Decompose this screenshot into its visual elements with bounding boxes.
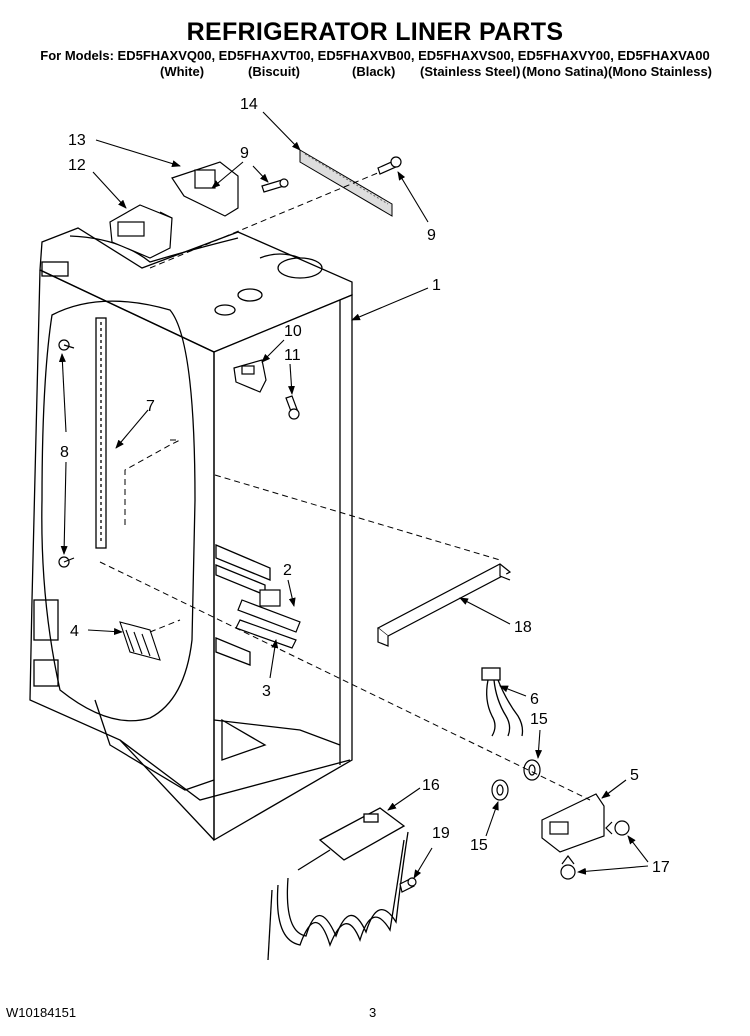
callout-6: 6 xyxy=(530,691,539,708)
part-2-shelf-support xyxy=(237,589,301,633)
part-6-wire-harness xyxy=(481,667,524,737)
part-19-screw xyxy=(399,877,417,893)
callout-9-upper: 9 xyxy=(240,145,249,162)
callout-18: 18 xyxy=(514,619,532,636)
callout-15-upper: 15 xyxy=(530,711,548,728)
callout-14: 14 xyxy=(240,96,258,113)
callout-7: 7 xyxy=(146,398,155,415)
callout-11: 11 xyxy=(284,347,301,364)
part-15-grommet-lower xyxy=(491,779,509,801)
page-title: REFRIGERATOR LINER PARTS xyxy=(186,18,564,46)
variant-white: (White) xyxy=(160,64,205,79)
variant-black: (Black) xyxy=(352,64,396,79)
refrigerator-liner xyxy=(29,227,353,842)
page-number: 3 xyxy=(369,1005,377,1020)
part-14-gasket-strip xyxy=(299,149,393,217)
variant-stainless-steel: (Stainless Steel) xyxy=(420,64,521,79)
part-17-bulb-left xyxy=(560,855,576,880)
part-9-screw-right xyxy=(377,156,402,175)
part-16-evaporator-coil xyxy=(267,807,409,961)
callout-19: 19 xyxy=(432,825,450,842)
variant-mono-satina: (Mono Satina) xyxy=(522,64,608,79)
callout-5: 5 xyxy=(630,767,639,784)
callout-labels: 14 13 9 12 9 1 10 11 7 8 8 2 4 18 3 6 15… xyxy=(60,96,670,876)
part-12-damper-housing xyxy=(109,204,173,259)
callout-4: 4 xyxy=(70,623,79,640)
part-13-bracket xyxy=(171,161,239,217)
part-4-grille xyxy=(119,621,161,661)
callout-9-right: 9 xyxy=(427,227,436,244)
variant-mono-stainless: (Mono Stainless) xyxy=(608,64,713,79)
callout-leaders xyxy=(58,111,649,879)
part-3-trim-strip xyxy=(235,619,297,649)
variant-biscuit: (Biscuit) xyxy=(248,64,300,79)
part-8-screw-top xyxy=(58,339,75,351)
part-10-bracket xyxy=(233,359,267,393)
part-5-light-housing xyxy=(541,793,605,853)
models-line: For Models: ED5FHAXVQ00, ED5FHAXVT00, ED… xyxy=(40,48,710,63)
part-17-bulb-right xyxy=(605,820,630,836)
callout-8: 8 xyxy=(60,444,69,461)
callout-13: 13 xyxy=(68,132,86,149)
assembly-dashed-lines xyxy=(99,171,591,801)
part-11-screw xyxy=(285,395,300,420)
part-15-grommet-upper xyxy=(523,759,541,781)
part-18-cover-bracket xyxy=(376,563,512,647)
callout-16: 16 xyxy=(422,777,440,794)
callout-17: 17 xyxy=(652,859,670,876)
callout-12: 12 xyxy=(68,157,86,174)
callout-3: 3 xyxy=(262,683,271,700)
callout-10: 10 xyxy=(284,323,302,340)
callout-1: 1 xyxy=(432,277,441,294)
part-9-screw-left xyxy=(261,178,289,193)
document-number: W10184151 xyxy=(6,1005,77,1020)
part-8-screw-bottom xyxy=(58,556,75,568)
callout-15-lower: 15 xyxy=(470,837,488,854)
callout-2: 2 xyxy=(283,562,292,579)
